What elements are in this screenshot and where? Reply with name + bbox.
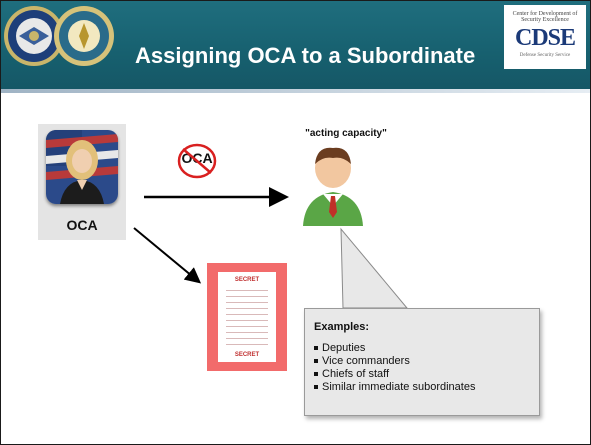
list-item: Similar immediate subordinates — [314, 381, 475, 394]
arrow-to-secret-doc — [133, 227, 202, 284]
secret-marking-top: SECRET — [234, 277, 260, 283]
document-text-lines — [226, 290, 268, 345]
secret-document-card: SECRET SECRET — [207, 263, 287, 371]
header-divider — [1, 89, 590, 93]
no-oca-symbol: OCA — [173, 141, 221, 181]
examples-list: Deputies Vice commanders Chiefs of staff… — [314, 342, 475, 394]
list-item: Chiefs of staff — [314, 368, 475, 381]
cdse-logo: Center for Development of Security Excel… — [504, 5, 586, 69]
list-item: Vice commanders — [314, 355, 475, 368]
oca-card: OCA — [38, 124, 126, 240]
subordinate-person-icon — [297, 146, 369, 226]
secret-document: SECRET SECRET — [218, 272, 276, 362]
dod-seal-icon — [3, 5, 65, 67]
agency-seal-icon — [53, 5, 115, 67]
page-title: Assigning OCA to a Subordinate — [135, 43, 476, 68]
oca-person-photo — [46, 130, 118, 204]
callout-pointer — [340, 227, 409, 309]
header-banner: Assigning OCA to a Subordinate Center fo… — [1, 1, 590, 89]
cdse-logo-text: CDSE — [514, 25, 576, 51]
acting-capacity-label: "acting capacity" — [305, 128, 387, 139]
examples-callout: Examples: Deputies Vice commanders Chief… — [304, 308, 540, 416]
secret-marking-bottom: SECRET — [234, 352, 260, 358]
cdse-logo-subcaption: Defense Security Service — [519, 53, 571, 58]
list-item: Deputies — [314, 342, 475, 355]
cdse-logo-caption: Center for Development of Security Excel… — [512, 11, 578, 23]
callout-title: Examples: — [314, 321, 370, 333]
oca-label: OCA — [66, 217, 98, 233]
prohibit-icon — [177, 143, 217, 179]
